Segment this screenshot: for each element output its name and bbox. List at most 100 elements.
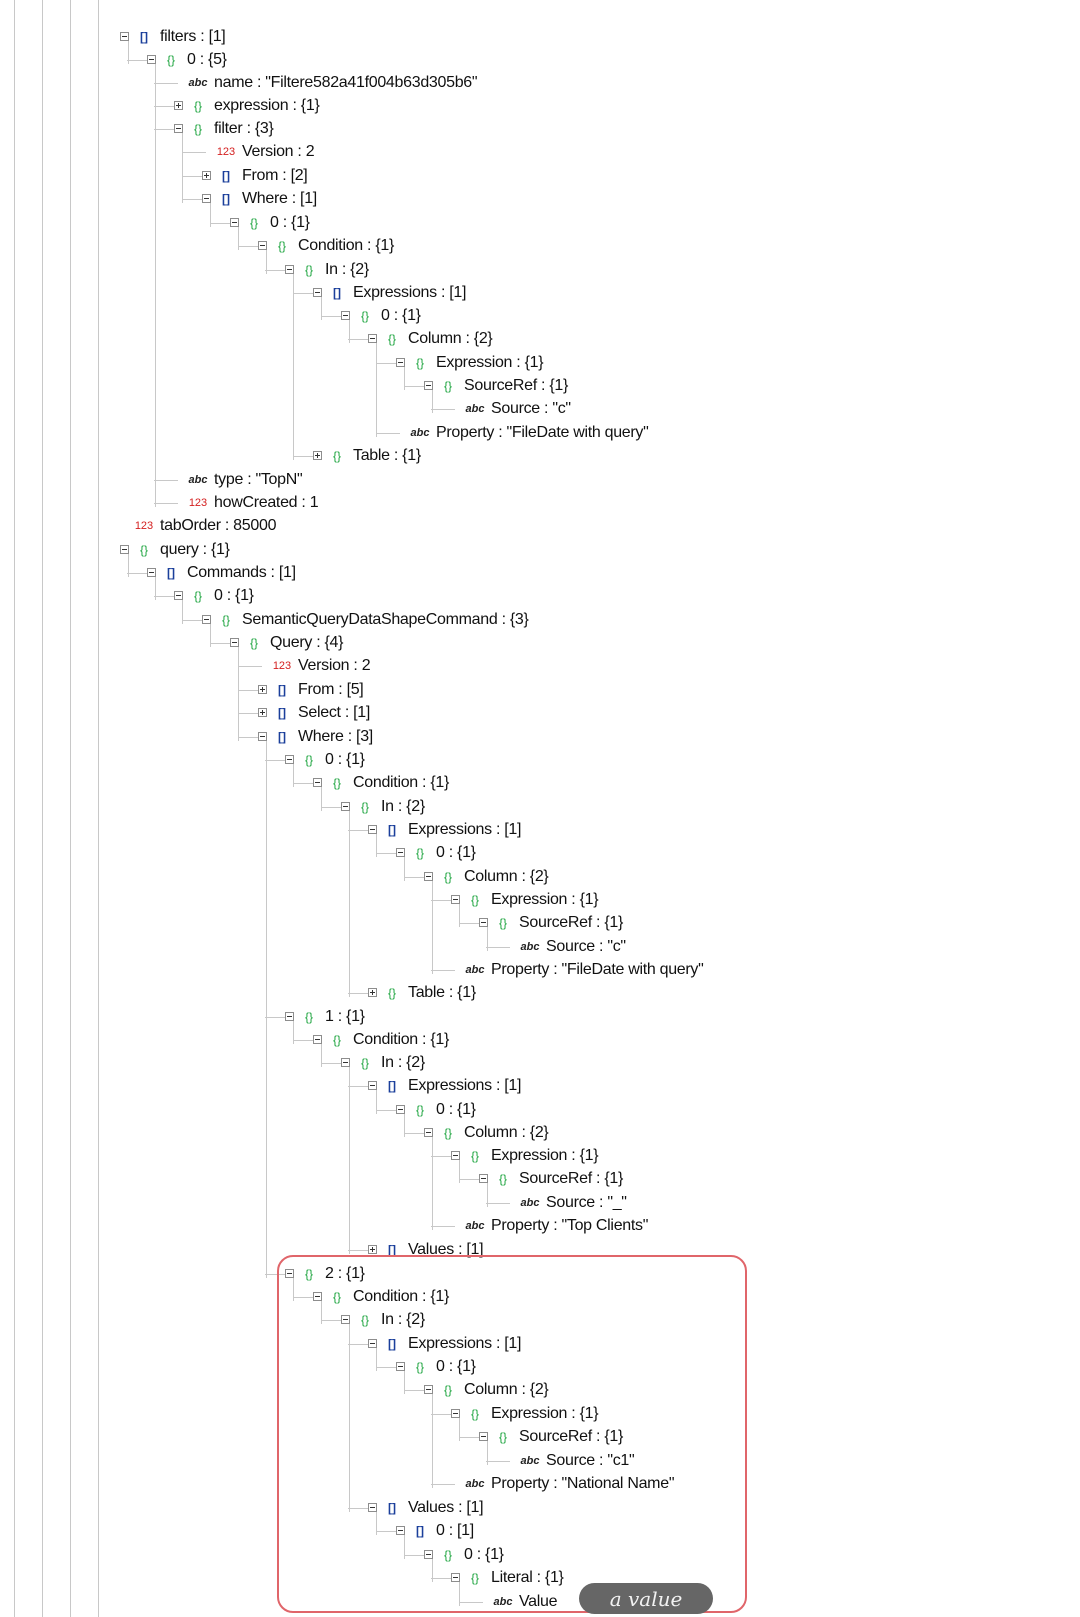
expand-plus-icon[interactable] — [202, 171, 211, 180]
expand-plus-icon[interactable] — [368, 988, 377, 997]
tree-node[interactable]: []Expressions : [1] — [368, 1332, 521, 1355]
tree-node[interactable]: {}0 : {1} — [285, 748, 365, 771]
tree-node[interactable]: []Where : [1] — [202, 187, 317, 210]
tree-node[interactable]: {}Table : {1} — [368, 981, 476, 1004]
tree-node[interactable]: {}In : {2} — [341, 795, 425, 818]
tree-node[interactable]: {}Expression : {1} — [451, 888, 599, 911]
expand-plus-icon[interactable] — [258, 708, 267, 717]
collapse-minus-icon[interactable] — [341, 1058, 350, 1067]
collapse-minus-icon[interactable] — [479, 1432, 488, 1441]
tree-node[interactable]: {}query : {1} — [120, 538, 230, 561]
tree-node[interactable]: {}expression : {1} — [174, 94, 320, 117]
tree-node[interactable]: []Values : [1] — [368, 1496, 484, 1519]
tree-node[interactable]: []Where : [3] — [258, 725, 373, 748]
collapse-minus-icon[interactable] — [341, 1315, 350, 1324]
collapse-minus-icon[interactable] — [174, 124, 183, 133]
tree-node[interactable]: []Expressions : [1] — [313, 281, 466, 304]
collapse-minus-icon[interactable] — [147, 55, 156, 64]
tree-node[interactable]: {}0 : {1} — [230, 211, 310, 234]
collapse-minus-icon[interactable] — [313, 288, 322, 297]
collapse-minus-icon[interactable] — [424, 381, 433, 390]
tree-node[interactable]: {}Condition : {1} — [313, 1285, 449, 1308]
tree-node[interactable]: {}0 : {1} — [396, 841, 476, 864]
collapse-minus-icon[interactable] — [341, 802, 350, 811]
collapse-minus-icon[interactable] — [368, 1339, 377, 1348]
tree-node[interactable]: []From : [5] — [258, 678, 364, 701]
collapse-minus-icon[interactable] — [258, 241, 267, 250]
collapse-minus-icon[interactable] — [368, 334, 377, 343]
collapse-minus-icon[interactable] — [285, 1012, 294, 1021]
collapse-minus-icon[interactable] — [368, 825, 377, 834]
collapse-minus-icon[interactable] — [396, 1526, 405, 1535]
tree-node[interactable]: []Expressions : [1] — [368, 1074, 521, 1097]
tree-node[interactable]: {}SourceRef : {1} — [479, 911, 623, 934]
tree-node[interactable]: {}Column : {2} — [424, 1121, 549, 1144]
collapse-minus-icon[interactable] — [174, 591, 183, 600]
collapse-minus-icon[interactable] — [230, 218, 239, 227]
collapse-minus-icon[interactable] — [451, 1573, 460, 1582]
collapse-minus-icon[interactable] — [424, 1128, 433, 1137]
collapse-minus-icon[interactable] — [120, 545, 129, 554]
tree-node[interactable]: {}Column : {2} — [424, 1378, 549, 1401]
collapse-minus-icon[interactable] — [479, 1174, 488, 1183]
collapse-minus-icon[interactable] — [396, 1362, 405, 1371]
tree-node[interactable]: {}In : {2} — [341, 1051, 425, 1074]
collapse-minus-icon[interactable] — [202, 615, 211, 624]
expand-plus-icon[interactable] — [313, 451, 322, 460]
tree-node[interactable]: []Expressions : [1] — [368, 818, 521, 841]
collapse-minus-icon[interactable] — [424, 872, 433, 881]
tree-node[interactable]: {}In : {2} — [285, 258, 369, 281]
tree-node[interactable]: {}Expression : {1} — [451, 1144, 599, 1167]
tree-node[interactable]: {}SourceRef : {1} — [424, 374, 568, 397]
collapse-minus-icon[interactable] — [396, 358, 405, 367]
tree-node[interactable]: {}Expression : {1} — [396, 351, 544, 374]
tree-node[interactable]: []filters : [1] — [120, 25, 226, 48]
tree-node[interactable]: {}Condition : {1} — [313, 771, 449, 794]
tree-node[interactable]: {}In : {2} — [341, 1308, 425, 1331]
tree-node[interactable]: {}SemanticQueryDataShapeCommand : {3} — [202, 608, 529, 631]
expand-plus-icon[interactable] — [368, 1245, 377, 1254]
collapse-minus-icon[interactable] — [313, 1035, 322, 1044]
collapse-minus-icon[interactable] — [396, 1105, 405, 1114]
collapse-minus-icon[interactable] — [258, 732, 267, 741]
tree-node[interactable]: {}Column : {2} — [368, 327, 493, 350]
collapse-minus-icon[interactable] — [368, 1503, 377, 1512]
collapse-minus-icon[interactable] — [285, 755, 294, 764]
tree-node[interactable]: []0 : [1] — [396, 1519, 474, 1542]
tree-node[interactable]: []Select : [1] — [258, 701, 370, 724]
tree-node[interactable]: {}0 : {5} — [147, 48, 227, 71]
collapse-minus-icon[interactable] — [424, 1385, 433, 1394]
collapse-minus-icon[interactable] — [120, 32, 129, 41]
collapse-minus-icon[interactable] — [230, 638, 239, 647]
collapse-minus-icon[interactable] — [313, 1292, 322, 1301]
tree-node[interactable]: {}SourceRef : {1} — [479, 1167, 623, 1190]
collapse-minus-icon[interactable] — [451, 1151, 460, 1160]
expand-plus-icon[interactable] — [174, 101, 183, 110]
collapse-minus-icon[interactable] — [424, 1550, 433, 1559]
tree-node[interactable]: {}0 : {1} — [396, 1355, 476, 1378]
tree-node[interactable]: []Commands : [1] — [147, 561, 296, 584]
collapse-minus-icon[interactable] — [285, 265, 294, 274]
tree-node[interactable]: {}Query : {4} — [230, 631, 344, 654]
collapse-minus-icon[interactable] — [341, 311, 350, 320]
tree-node[interactable]: {}Literal : {1} — [451, 1566, 564, 1589]
collapse-minus-icon[interactable] — [202, 194, 211, 203]
tree-node[interactable]: {}0 : {1} — [341, 304, 421, 327]
tree-node[interactable]: {}0 : {1} — [424, 1543, 504, 1566]
tree-node[interactable]: {}Condition : {1} — [313, 1028, 449, 1051]
collapse-minus-icon[interactable] — [368, 1081, 377, 1090]
